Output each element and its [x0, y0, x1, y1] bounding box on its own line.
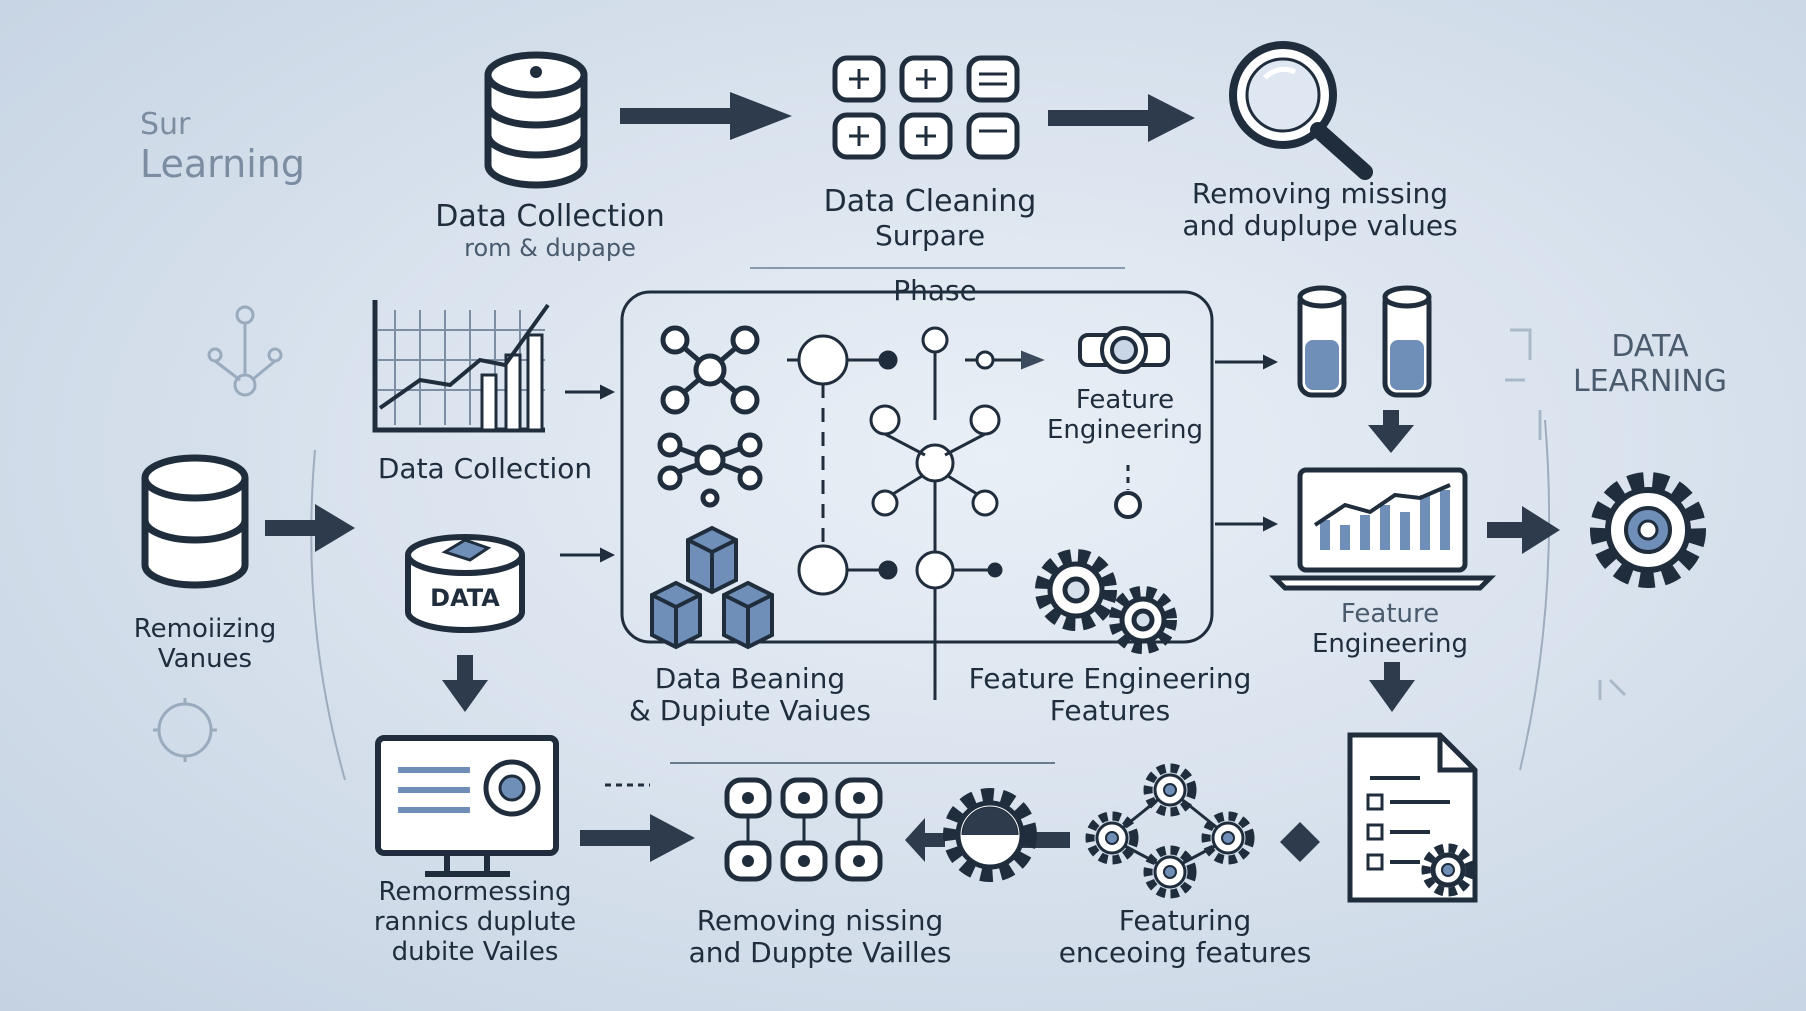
- node-pairs-icon: [724, 777, 883, 882]
- label-line1: Data Beaning: [654, 662, 846, 695]
- label-line2: Features: [1049, 694, 1171, 728]
- faint-network-icon: [153, 305, 283, 762]
- arrow-down-right-2: [1369, 662, 1415, 712]
- label-line2: and Duppte Vailles: [688, 936, 952, 970]
- laptop-chart-icon: [1268, 467, 1497, 591]
- label-phase: Phase: [893, 274, 977, 307]
- faint-right-decor: [1505, 328, 1627, 700]
- corner-label-top-left: Sur Learning: [140, 107, 305, 186]
- corner-label-line2: Learning: [140, 141, 305, 186]
- label-line2: Vanues: [157, 643, 253, 674]
- data-cylinder-icon: [405, 534, 525, 633]
- document-gear-icon: [1347, 732, 1478, 903]
- label-line2: rom & dupape: [464, 233, 636, 262]
- node-flow-icon: [787, 326, 1045, 700]
- label-removing-top: Removing missing and duplupe values: [1150, 177, 1490, 243]
- label-line1: Featuring: [1118, 904, 1252, 937]
- label-line1: Data Cleaning: [823, 184, 1037, 219]
- label-line1: Feature: [1340, 599, 1440, 629]
- label-line2: rannics duplute: [373, 906, 577, 937]
- gear-icon: [943, 788, 1037, 882]
- phase-frame: [620, 290, 1214, 644]
- label-line3: dubite Vailes: [391, 936, 559, 967]
- label-line2: and duplupe values: [1182, 209, 1458, 243]
- large-gear-icon: [1590, 472, 1706, 588]
- network-icon: [657, 325, 763, 508]
- label-data-cylinder: DATA: [430, 584, 500, 612]
- database-icon: [484, 51, 588, 189]
- label-line1: Removing nissing: [696, 904, 944, 937]
- label-feature-engineering-features: Feature Engineering Features: [945, 662, 1275, 728]
- label-removing-bottom: Removing nissing and Duppte Vailles: [660, 904, 980, 970]
- arrow-right-right: [1487, 506, 1560, 554]
- label-data-beaning: Data Beaning & Dupiute Vaiues: [600, 662, 900, 728]
- monitor-icon: [375, 735, 559, 877]
- label-line2: Surpare: [874, 218, 986, 252]
- label-line2: LEARNING: [1572, 363, 1727, 399]
- label-line1: DATA: [1611, 329, 1689, 364]
- magnifier-icon: [1229, 41, 1373, 180]
- label-featuring: Featuring enceoing features: [1030, 904, 1340, 970]
- label-line1: Feature Engineering: [968, 662, 1252, 695]
- label-line1: Remormessing: [378, 877, 572, 907]
- label-feature-engineering-box: Feature Engineering: [1030, 385, 1220, 446]
- gear-network-icon: [1085, 763, 1255, 899]
- label-line2: enceoing features: [1058, 936, 1312, 970]
- line-chart-icon: [372, 300, 550, 433]
- label-feature-engineering-right: Feature Engineering: [1290, 599, 1490, 660]
- arrow-down-left: [442, 655, 488, 712]
- test-tubes-icon: [1297, 285, 1432, 398]
- arrow-right-1: [620, 92, 792, 140]
- label-remormessing: Remormessing rannics duplute dubite Vail…: [340, 877, 610, 968]
- arrow-down-right-1: [1368, 410, 1414, 453]
- label-line2: Engineering: [1047, 414, 1203, 445]
- database-icon: [141, 454, 249, 589]
- feature-badge-icon: [1078, 326, 1170, 519]
- right-arc: [1519, 419, 1551, 771]
- label-line1: Remoiizing: [133, 614, 277, 644]
- label-line2: Engineering: [1312, 628, 1468, 659]
- gear-icon: [1035, 549, 1177, 654]
- label-data-learning: DATA LEARNING: [1540, 329, 1760, 399]
- label-line1: Removing missing: [1191, 177, 1449, 210]
- arrow-right-left: [265, 504, 355, 552]
- label-line1: Data Collection: [435, 199, 665, 234]
- blocks-icon: [650, 525, 774, 650]
- label-data-collection-top: Data Collection rom & dupape: [410, 199, 690, 262]
- label-remoizing: Remoiizing Vanues: [100, 614, 310, 675]
- label-data-collection-mid: Data Collection: [377, 452, 593, 485]
- label-line2: & Dupiute Vaiues: [629, 694, 871, 728]
- double-arrow-icon: [1280, 822, 1320, 862]
- corner-label-line1: Sur: [140, 107, 191, 142]
- label-line1: Feature: [1075, 385, 1175, 415]
- arrow-right-2: [1048, 94, 1195, 142]
- database-grid-icon: [832, 55, 1020, 160]
- label-data-cleaning-top: Data Cleaning Surpare: [790, 184, 1070, 252]
- left-arc: [310, 449, 346, 781]
- arrow-right-bottom-1: [580, 814, 695, 862]
